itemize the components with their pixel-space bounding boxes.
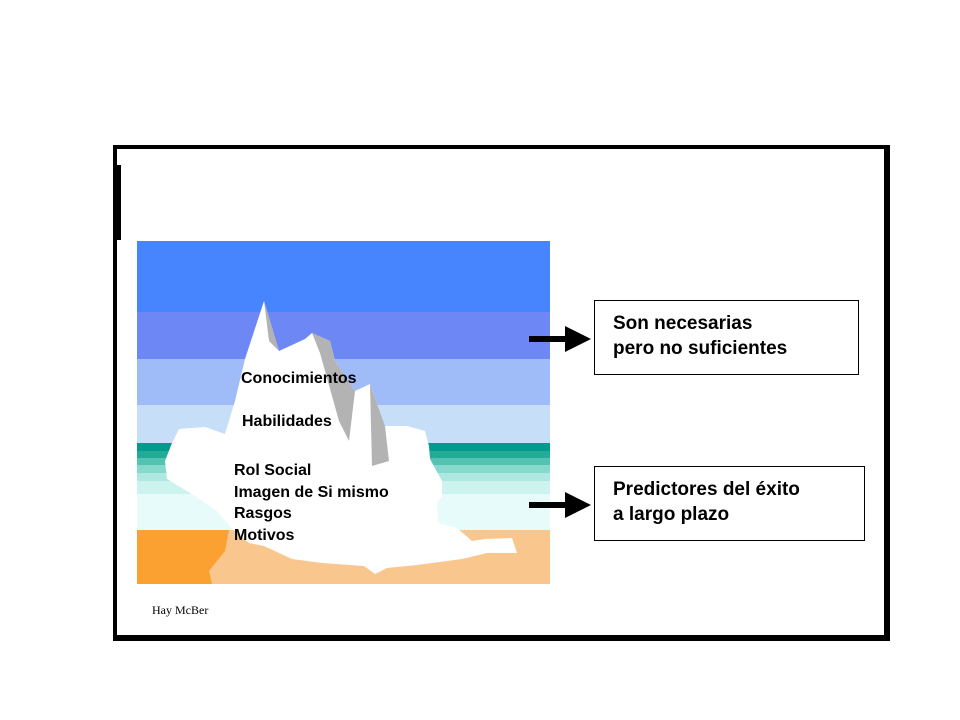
callout-predictores: Predictores del éxito a largo plazo — [594, 466, 865, 541]
frame-notch — [113, 165, 121, 240]
callout-line: Son necesarias — [613, 313, 753, 334]
peak-shadow-2 — [312, 333, 355, 441]
callout-line: Predictores del éxito — [613, 479, 800, 500]
sky-band-1 — [137, 241, 550, 312]
sky-band-2 — [137, 312, 550, 359]
callout-line: a largo plazo — [613, 504, 730, 525]
label-rol-social: Rol Social — [234, 462, 312, 479]
iceberg-illustration — [137, 241, 550, 584]
arrow-right-icon — [529, 492, 591, 518]
peak-shadow-3 — [370, 384, 389, 466]
peak-shadow-1 — [264, 301, 279, 351]
label-imagen-de-si-mismo: Imagen de Si mismo — [234, 484, 389, 501]
label-habilidades: Habilidades — [242, 413, 332, 430]
label-conocimientos: Conocimientos — [241, 370, 357, 387]
label-motivos: Motivos — [234, 527, 295, 544]
label-rasgos: Rasgos — [234, 505, 292, 522]
callout-necesarias: Son necesarias pero no suficientes — [594, 300, 859, 375]
callout-line: pero no suficientes — [613, 338, 788, 359]
sea-floor-rock — [137, 530, 229, 584]
iceberg-body — [165, 301, 517, 574]
credit-text: Hay McBer — [152, 603, 209, 617]
arrow-right-icon — [529, 326, 591, 352]
